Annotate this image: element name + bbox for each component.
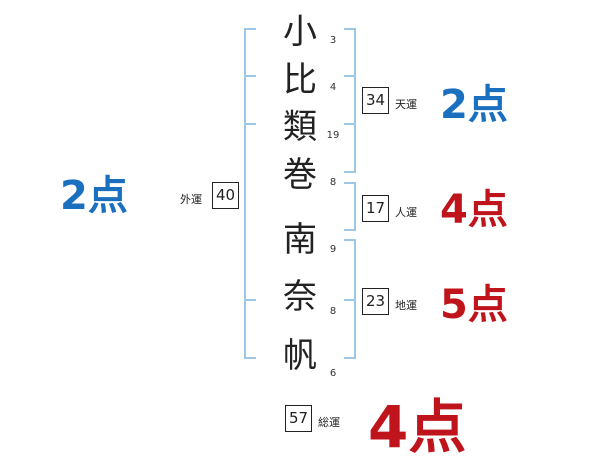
chiun-label: 地運 <box>395 299 417 312</box>
bracket-tick <box>244 75 256 77</box>
bracket-tick <box>244 299 256 301</box>
souun-score: 4点 <box>368 393 467 461</box>
gaiun-score: 2点 <box>60 173 128 219</box>
tenun-value: 34 <box>362 87 389 114</box>
bracket-tick <box>344 299 356 301</box>
bracket-tick <box>344 75 356 77</box>
name-char: 奈 <box>283 277 317 317</box>
jinun-bracket <box>354 182 356 231</box>
name-char: 比 <box>283 60 317 100</box>
stroke-count: 4 <box>329 82 337 93</box>
stroke-count: 8 <box>329 306 337 317</box>
outer-bracket <box>244 28 246 359</box>
stroke-count: 6 <box>329 368 337 379</box>
bracket-tick <box>344 239 356 241</box>
bracket-tick <box>244 357 256 359</box>
gaiun-label: 外運 <box>180 193 202 206</box>
tenun-bracket <box>354 28 356 173</box>
jinun-label: 人運 <box>395 206 417 219</box>
stroke-count: 9 <box>329 244 337 255</box>
bracket-tick <box>344 171 356 173</box>
jinun-value: 17 <box>362 195 389 222</box>
chiun-value: 23 <box>362 288 389 315</box>
tenun-label: 天運 <box>395 98 417 111</box>
gaiun-value: 40 <box>212 182 239 209</box>
chiun-score: 5点 <box>440 282 508 328</box>
souun-label: 総運 <box>318 416 340 429</box>
name-char: 小 <box>283 12 317 52</box>
stroke-count: 8 <box>329 177 337 188</box>
stroke-count: 19 <box>326 130 340 141</box>
name-char: 帆 <box>283 336 317 376</box>
bracket-tick <box>344 28 356 30</box>
jinun-score: 4点 <box>440 187 508 233</box>
bracket-tick <box>344 123 356 125</box>
bracket-tick <box>344 357 356 359</box>
bracket-tick <box>244 123 256 125</box>
name-char: 南 <box>283 220 317 260</box>
tenun-score: 2点 <box>440 82 508 128</box>
name-char: 類 <box>283 107 317 147</box>
souun-value: 57 <box>285 405 312 432</box>
bracket-tick <box>244 28 256 30</box>
bracket-tick <box>344 182 356 184</box>
name-char: 巻 <box>283 155 317 195</box>
bracket-tick <box>344 229 356 231</box>
stroke-count: 3 <box>329 35 337 46</box>
